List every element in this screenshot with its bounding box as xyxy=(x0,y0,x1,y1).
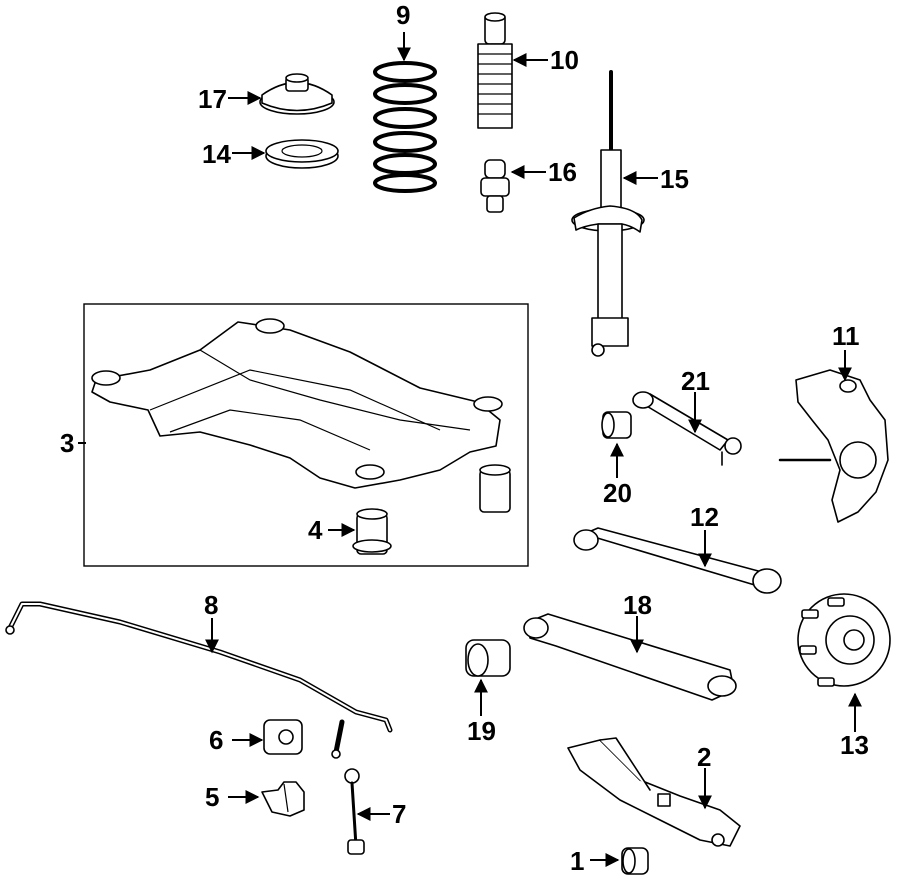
callout-16: 16 xyxy=(548,157,577,187)
part-upper-spring-mount xyxy=(259,73,335,115)
part-bushing-1 xyxy=(621,847,649,875)
callout-18: 18 xyxy=(623,590,652,620)
callout-19: 19 xyxy=(467,716,496,746)
callout-12: 12 xyxy=(690,502,719,532)
callout-15: 15 xyxy=(660,164,689,194)
part-shock-absorber xyxy=(571,70,645,357)
part-dust-boot xyxy=(477,12,513,129)
callout-21: 21 xyxy=(681,366,710,396)
callout-11: 11 xyxy=(832,321,860,351)
part-bushing-20 xyxy=(601,411,632,439)
part-trailing-link xyxy=(573,527,782,594)
callout-14: 14 xyxy=(202,139,231,169)
part-trailing-arm xyxy=(567,737,741,847)
part-stabilizer-bar xyxy=(5,601,393,759)
part-stabilizer-link xyxy=(344,768,365,855)
callout-1: 1 xyxy=(570,846,584,876)
part-crossmember-bushing xyxy=(352,464,511,555)
callout-labels: 17 14 9 10 16 15 3 4 11 21 20 12 13 18 1… xyxy=(60,0,869,876)
callout-17: 17 xyxy=(198,84,227,114)
callout-20: 20 xyxy=(603,478,632,508)
callout-8: 8 xyxy=(204,590,218,620)
part-rear-crossmember xyxy=(91,318,503,489)
part-lower-control-arm xyxy=(523,613,737,701)
callout-3: 3 xyxy=(60,428,74,458)
part-bushing-bracket xyxy=(261,781,305,817)
part-bump-stop xyxy=(480,159,510,213)
callout-5: 5 xyxy=(205,782,219,812)
part-lateral-link xyxy=(632,391,742,466)
part-stabilizer-bushing xyxy=(263,719,303,755)
callout-10: 10 xyxy=(550,45,579,75)
callout-4: 4 xyxy=(308,515,323,545)
crossmember-frame xyxy=(83,303,529,567)
callout-7: 7 xyxy=(392,799,406,829)
part-coil-spring xyxy=(373,61,437,193)
part-knuckle xyxy=(778,369,889,523)
callout-6: 6 xyxy=(209,725,223,755)
part-spring-seat xyxy=(265,139,339,169)
part-bushing-19 xyxy=(465,639,511,677)
callout-9: 9 xyxy=(396,0,410,30)
part-wheel-hub xyxy=(797,593,891,687)
callout-2: 2 xyxy=(697,742,711,772)
callout-13: 13 xyxy=(840,730,869,760)
leader-arrows xyxy=(78,32,862,867)
